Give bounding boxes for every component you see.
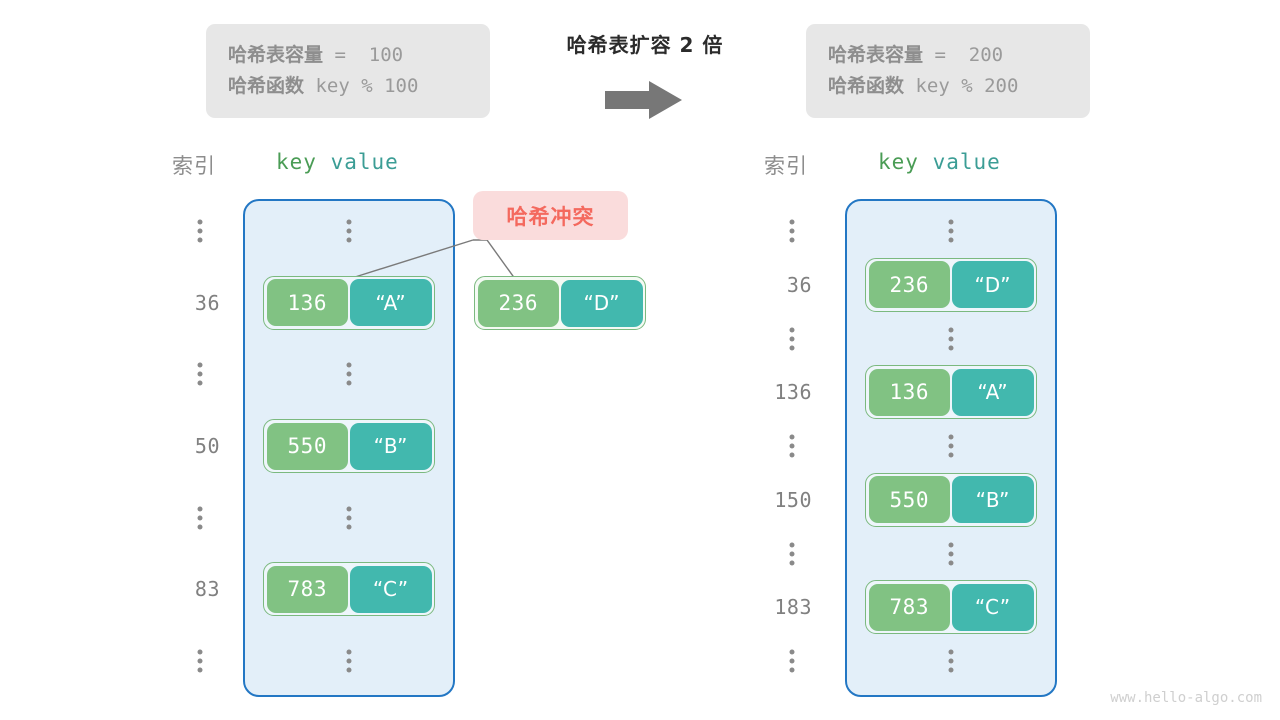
left-function-label: 哈希函数 [228, 74, 305, 97]
left-value-header: value [330, 150, 399, 174]
slot-ellipsis [948, 649, 954, 673]
value-cell: “A” [350, 279, 432, 327]
right-arrow-icon [605, 81, 682, 119]
left-index-header: 索引 [172, 154, 216, 178]
hash-bucket-pair: 236“D” [865, 257, 1037, 312]
diagram-title: 哈希表扩容 2 倍 [566, 33, 724, 57]
value-cell: “B” [952, 476, 1034, 524]
left-key-header: key [276, 150, 317, 174]
slot-ellipsis [948, 219, 954, 243]
key-cell: 550 [266, 422, 348, 470]
hash-collision-badge: 哈希冲突 [473, 191, 628, 240]
slot-ellipsis [948, 327, 954, 350]
right-value-header: value [932, 150, 1001, 174]
right-function-line: 哈希函数 key % 200 [828, 74, 1068, 98]
hash-bucket-pair: 550“B” [865, 472, 1037, 527]
index-label: 36 [194, 290, 220, 315]
index-label: 50 [194, 434, 220, 458]
index-label: 83 [194, 577, 220, 602]
slot-ellipsis [948, 542, 954, 565]
index-ellipsis [789, 542, 795, 565]
key-cell: 783 [868, 583, 950, 631]
index-label: 150 [774, 487, 812, 512]
left-capacity-line: 哈希表容量 = 100 [228, 43, 468, 67]
index-ellipsis [789, 649, 795, 673]
hash-bucket-pair: 136“A” [865, 365, 1037, 420]
site-watermark: www.hello-algo.com [1110, 690, 1262, 706]
hash-bucket-pair: 783“C” [865, 580, 1037, 635]
value-cell: “A” [952, 368, 1034, 416]
value-cell: “C” [350, 565, 432, 613]
left-capacity-label: 哈希表容量 [228, 43, 324, 66]
collision-value-cell: “D” [561, 279, 643, 327]
index-ellipsis [197, 219, 203, 243]
hash-bucket-pair: 136“A” [263, 275, 435, 330]
right-capacity-value: = 200 [923, 43, 1004, 66]
left-capacity-value: = 100 [323, 43, 404, 66]
index-ellipsis [789, 219, 795, 243]
slot-ellipsis [346, 362, 352, 386]
left-hash-config-box: 哈希表容量 = 100 哈希函数 key % 100 [206, 24, 490, 118]
key-cell: 550 [868, 476, 950, 524]
slot-ellipsis [346, 649, 352, 673]
hash-bucket-pair: 550“B” [263, 419, 435, 473]
right-key-header: key [878, 150, 919, 174]
hash-bucket-pair: 783“C” [263, 562, 435, 617]
index-label: 183 [774, 595, 812, 620]
value-cell: “B” [350, 422, 432, 470]
left-kv-header: key value [276, 150, 399, 174]
value-cell: “D” [952, 261, 1034, 309]
index-ellipsis [789, 327, 795, 350]
slot-ellipsis [346, 506, 352, 530]
right-kv-header: key value [878, 150, 1001, 174]
right-capacity-line: 哈希表容量 = 200 [828, 43, 1068, 67]
collision-key-cell: 236 [477, 279, 559, 327]
collision-overflow-pair: 236 “D” [474, 276, 646, 330]
index-ellipsis [789, 434, 795, 458]
right-capacity-label: 哈希表容量 [828, 43, 924, 66]
right-hash-config-box: 哈希表容量 = 200 哈希函数 key % 200 [806, 24, 1090, 118]
value-cell: “C” [952, 583, 1034, 631]
index-ellipsis [197, 506, 203, 530]
index-label: 136 [774, 380, 812, 405]
key-cell: 783 [266, 565, 348, 613]
left-function-line: 哈希函数 key % 100 [228, 74, 468, 98]
key-cell: 236 [868, 261, 950, 309]
right-index-header: 索引 [764, 154, 808, 178]
key-cell: 136 [266, 279, 348, 327]
left-function-value: key % 100 [304, 74, 419, 97]
key-cell: 136 [868, 368, 950, 416]
index-ellipsis [197, 649, 203, 673]
slot-ellipsis [346, 219, 352, 243]
index-label: 36 [786, 272, 812, 297]
right-function-label: 哈希函数 [828, 74, 905, 97]
right-function-value: key % 200 [904, 74, 1019, 97]
slot-ellipsis [948, 434, 954, 458]
index-ellipsis [197, 362, 203, 386]
